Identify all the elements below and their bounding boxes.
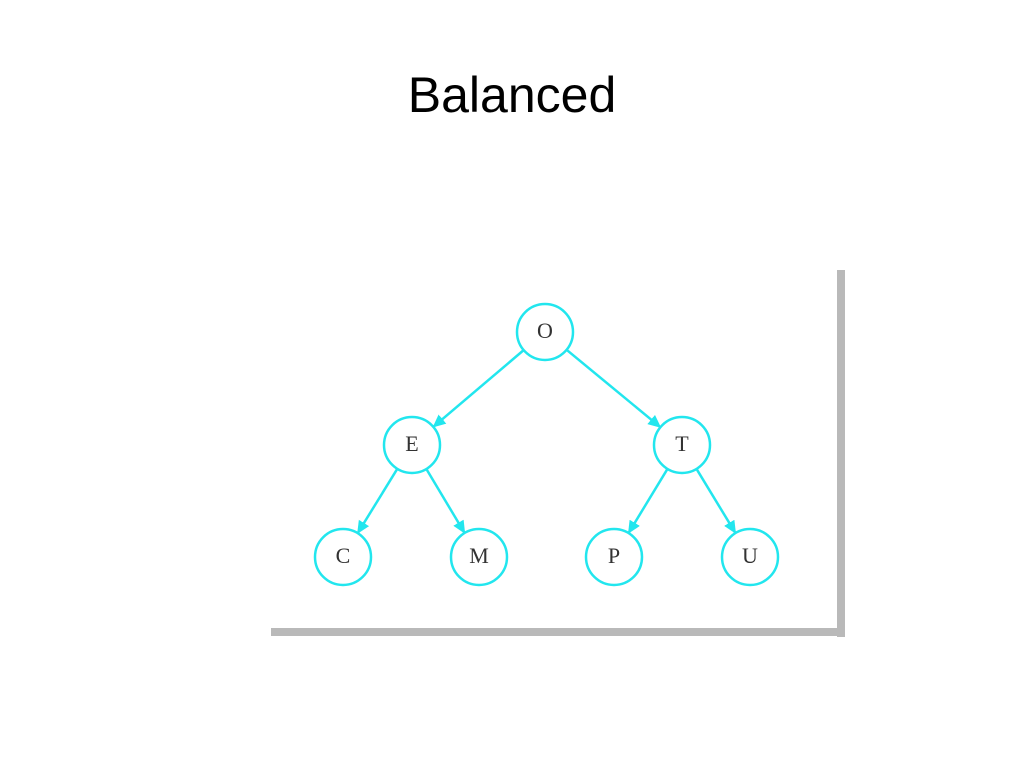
tree-node-t: T (652, 415, 712, 475)
node-circle (382, 415, 442, 475)
node-label: T (675, 431, 689, 456)
tree-node-e: E (382, 415, 442, 475)
node-circle (652, 415, 712, 475)
node-label: U (742, 543, 758, 568)
edge-e-m (425, 468, 466, 534)
node-circle (313, 527, 373, 587)
node-label: C (336, 543, 351, 568)
node-label: E (405, 431, 418, 456)
node-circle (449, 527, 509, 587)
tree-node-o: O (515, 302, 575, 362)
node-circle (720, 527, 780, 587)
slide-title: Balanced (407, 67, 617, 123)
node-circle (584, 527, 644, 587)
node-label: M (469, 543, 489, 568)
edge-o-t (565, 348, 662, 428)
frame-shadow-right (837, 270, 845, 637)
edge-t-u (695, 468, 737, 534)
tree-node-c: C (313, 527, 373, 587)
edge-t-p (627, 468, 669, 534)
edge-o-e (432, 349, 525, 428)
node-label: O (537, 318, 553, 343)
tree-node-p: P (584, 527, 644, 587)
node-label: P (608, 543, 620, 568)
tree-node-u: U (720, 527, 780, 587)
node-circle (515, 302, 575, 362)
tree-node-m: M (449, 527, 509, 587)
frame-shadow-bottom (271, 628, 845, 636)
edge-e-c (357, 468, 399, 535)
